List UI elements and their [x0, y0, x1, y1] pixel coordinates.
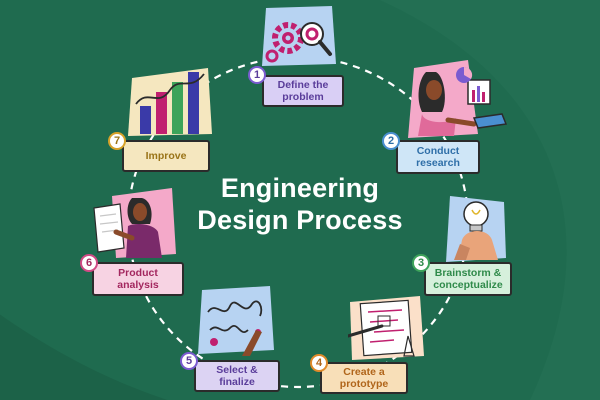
step-number-badge: 2 — [382, 132, 400, 150]
lightbulb-illustration — [446, 196, 506, 262]
background-swoosh — [0, 314, 168, 400]
title-line-2: Design Process — [197, 205, 403, 235]
step-label-define-problem: Define the problem — [262, 75, 344, 107]
step-number-badge: 6 — [80, 254, 98, 272]
diagram-title: Engineering Design Process — [150, 172, 450, 236]
step-label-improve: Improve — [122, 140, 210, 172]
gears-illustration — [262, 6, 336, 66]
background-swoosh — [379, 0, 600, 400]
lightbulb-icon — [463, 201, 489, 232]
magnifier-icon — [300, 22, 332, 56]
analyst-illustration — [93, 188, 176, 258]
researcher-illustration — [408, 60, 508, 138]
step-label-create-prototype: Create a prototype — [320, 362, 408, 394]
step-label-product-analysis: Product analysis — [92, 262, 184, 296]
scribble-notes-illustration — [198, 286, 274, 356]
step-label-select-finalize: Select & finalize — [194, 360, 280, 392]
step-label-conduct-research: Conduct research — [396, 140, 480, 174]
prototype-sketch-illustration — [348, 296, 424, 360]
step-label-brainstorm: Brainstorm & conceptualize — [424, 262, 512, 296]
bar-chart-illustration — [128, 68, 212, 136]
step-number-badge: 7 — [108, 132, 126, 150]
step-number-badge: 3 — [412, 254, 430, 272]
step-number-badge: 1 — [248, 66, 266, 84]
step-number-badge: 4 — [310, 354, 328, 372]
step-number-badge: 5 — [180, 352, 198, 370]
title-line-1: Engineering — [220, 173, 380, 203]
